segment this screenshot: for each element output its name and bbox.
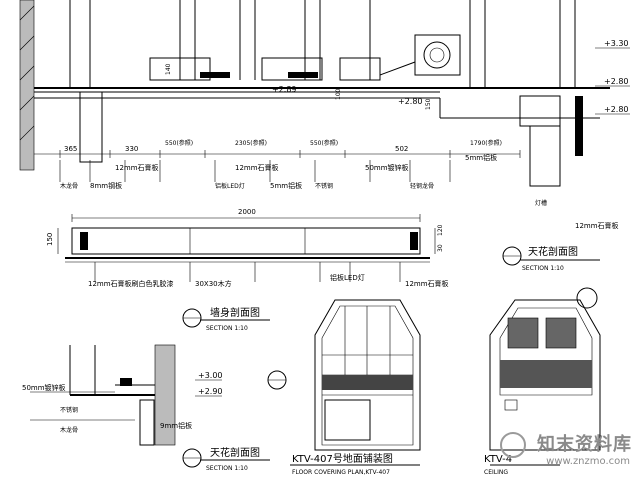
small-ceiling-section — [30, 344, 222, 446]
dimension-label: 140 — [165, 63, 172, 75]
watermark-url: www.znzmo.com — [546, 456, 630, 467]
note-label: 不锈钢 — [60, 406, 78, 414]
wall-section-detail — [57, 214, 436, 282]
section-scale: SECTION 1:10 — [206, 465, 248, 472]
dimension-label: 1790(参照) — [470, 139, 502, 147]
note-label: 轻钢龙骨 — [410, 182, 434, 190]
dimension-label: 150 — [46, 233, 54, 246]
section-title: 墙身剖面图 — [210, 306, 260, 319]
plan-subtitle: CEILING — [484, 469, 508, 476]
ceiling-plan — [489, 287, 601, 466]
section-scale: SECTION 1:10 — [522, 265, 564, 272]
ceiling-plan-title: KTV-4 CEILING — [484, 454, 512, 476]
callout-label: 12mm石膏板 — [405, 279, 449, 288]
section-title: 天花剖面图 — [210, 446, 260, 459]
dimension-label: 120 — [437, 224, 444, 236]
plan-subtitle: FLOOR COVERING PLAN,KTV-407 — [292, 469, 390, 476]
watermark-title: 知末资料库 — [537, 434, 632, 455]
logo-icon — [500, 432, 526, 458]
small-section-labels: +3.00 +2.90 50mm镀锌板 9mm铝板 不锈钢 木龙骨 — [22, 371, 223, 434]
title-wall-section: 墙身剖面图 SECTION 1:10 — [182, 306, 270, 332]
material-label: 12mm石膏板 — [575, 221, 619, 230]
level-label: +2.89 — [272, 85, 297, 94]
dimension-label: 30 — [437, 244, 444, 252]
material-label: 12mm石膏板 — [235, 163, 279, 172]
section-title: 天花剖面图 — [528, 245, 578, 258]
level-label: +2.80 — [604, 105, 629, 114]
title-ceiling-right: 天花剖面图 SECTION 1:10 — [502, 245, 600, 272]
title-ceiling-bottom: 天花剖面图 SECTION 1:10 — [182, 446, 270, 472]
material-label: 50mm镀锌板 — [22, 383, 66, 392]
material-label: 5mm铝板 — [270, 181, 302, 190]
dimension-label: 2000 — [238, 208, 256, 216]
level-label: +3.30 — [604, 39, 629, 48]
plan-title: KTV-4 — [484, 454, 512, 465]
top-section-labels: +3.30 +2.89 +2.80 +2.80 +2.80 365 330 55… — [60, 39, 629, 230]
plan-title: KTV-407号地面铺装图 — [292, 452, 393, 465]
level-label: +3.00 — [198, 371, 223, 380]
note-label: 木龙骨 — [60, 426, 78, 434]
dimension-label: 365 — [64, 145, 77, 153]
dimension-label: 550(参照) — [165, 139, 193, 147]
dimension-label: 150 — [425, 98, 432, 110]
wall-section-labels: 2000 150 120 30 12mm石膏板刷白色乳胶漆 30X30木方 铝板… — [46, 208, 449, 288]
level-label: +2.80 — [604, 77, 629, 86]
note-label: 不锈钢 — [315, 182, 333, 190]
material-label: 9mm铝板 — [160, 421, 192, 430]
floor-plan-title: KTV-407号地面铺装图 FLOOR COVERING PLAN,KTV-40… — [290, 452, 420, 476]
level-label: +2.80 — [398, 97, 423, 106]
floor-covering-plan — [267, 299, 421, 451]
dimension-label: 550(参照) — [310, 139, 338, 147]
callout-label: 30X30木方 — [195, 279, 232, 288]
callout-label: 12mm石膏板刷白色乳胶漆 — [88, 279, 174, 288]
material-label: 50mm镀锌板 — [365, 163, 409, 172]
callout-label: 铝板LED灯 — [330, 273, 365, 282]
watermark: 知末资料库 www.znzmo.com — [500, 430, 632, 474]
note-label: 8mm钢板 — [90, 181, 122, 190]
material-label: 12mm石膏板 — [115, 163, 159, 172]
dimension-label: 100 — [335, 88, 342, 100]
note-label: 木龙骨 — [60, 182, 78, 190]
material-label: 5mm铝板 — [465, 153, 497, 162]
dimension-label: 2305(参照) — [235, 139, 267, 147]
note-label: 铝板LED灯 — [215, 182, 245, 190]
section-scale: SECTION 1:10 — [206, 325, 248, 332]
dimension-label: 502 — [395, 145, 408, 153]
dimension-label: 330 — [125, 145, 138, 153]
level-label: +2.90 — [198, 387, 223, 396]
top-ceiling-section — [19, 0, 630, 187]
note-label: 灯槽 — [535, 199, 547, 207]
